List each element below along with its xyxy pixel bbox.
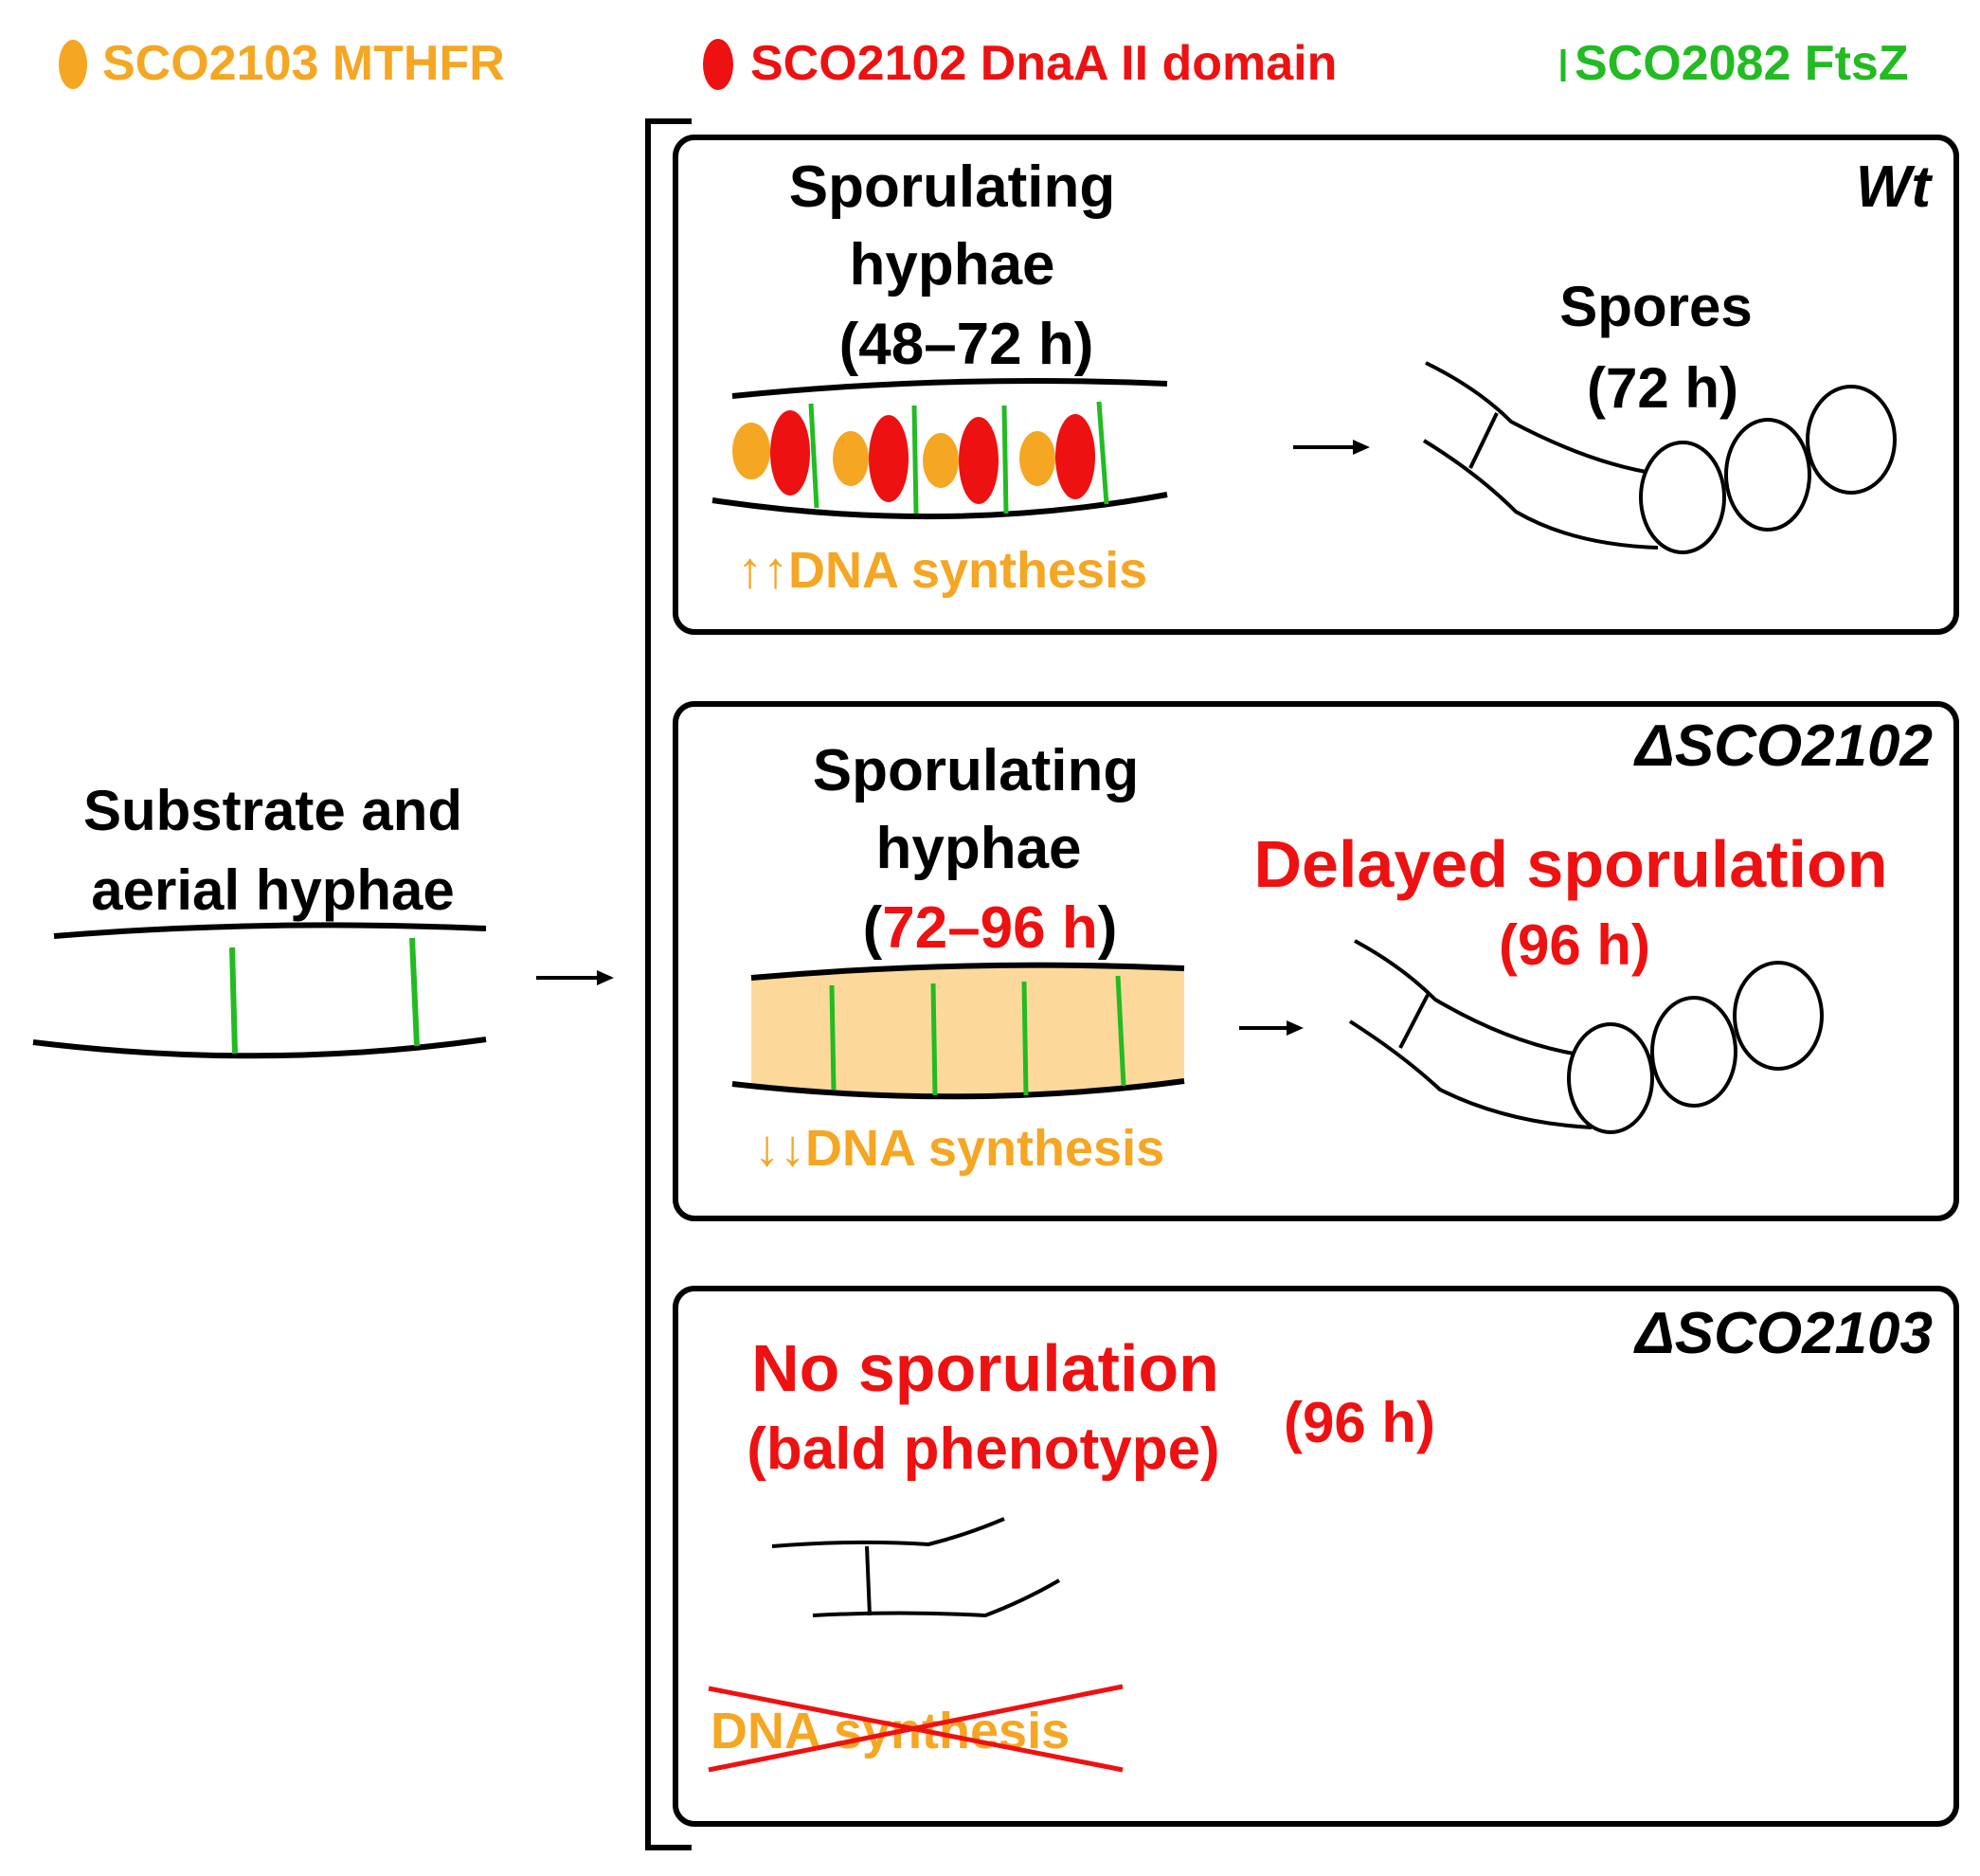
- d2103-panel-frame: [673, 1286, 1959, 1827]
- wt-hypha-bottom-wall: [711, 492, 1168, 520]
- wt-dna-synthesis-label: ↑↑DNA synthesis: [737, 542, 1147, 599]
- d2102-delayed-time: 72–96 h: [882, 895, 1098, 961]
- d2102-dna-synthesis-label: ↓↓DNA synthesis: [754, 1120, 1164, 1177]
- mthfr-protein-icon: [732, 423, 770, 479]
- mthfr-legend-icon: [59, 40, 87, 89]
- dnaa-protein-icon: [869, 415, 909, 502]
- ftsz-septum: [911, 405, 919, 514]
- ftsz-septum: [1115, 975, 1126, 1087]
- ftsz-legend-label: SCO2082 FtsZ: [1575, 36, 1909, 91]
- wt-spore-hypha-lower-wall: [1422, 439, 1659, 550]
- mthfr-protein-icon: [1019, 431, 1055, 486]
- arrow-icon: [1239, 1020, 1304, 1036]
- d2102-strain-tag: ΔSCO2102: [1633, 713, 1933, 779]
- d2103-time: (96 h): [1284, 1391, 1435, 1454]
- d2102-hypha-bottom-wall: [731, 1078, 1185, 1100]
- wt-sporulating-label-line1: Sporulating: [789, 154, 1115, 220]
- substrate-hypha-top-wall: [53, 922, 487, 939]
- spore-icon: [1650, 996, 1737, 1108]
- wt-strain-tag: Wt: [1856, 154, 1934, 220]
- d2102-delayed-sporulation-time: (96 h): [1499, 913, 1650, 977]
- legend: SCO2103 MTHFR SCO2102 DnaA II domain SCO…: [59, 36, 1909, 91]
- cross-out-icon: [708, 1684, 1124, 1773]
- d2102-sporulating-label-line1: Sporulating: [813, 738, 1139, 803]
- d2102-sporulating-label-line2: hyphae: [875, 816, 1081, 881]
- ftsz-septum: [1096, 401, 1109, 505]
- d2103-hypha-upper-wall: [771, 1517, 1005, 1548]
- spore-icon: [1567, 1022, 1654, 1134]
- d2102-spore-hypha-lower-wall: [1348, 1019, 1593, 1129]
- spore-icon: [1733, 961, 1824, 1071]
- wt-spores-time: (72 h): [1587, 356, 1738, 420]
- wt-spore-septum: [1468, 412, 1499, 469]
- substrate-label-line2: aerial hyphae: [91, 858, 455, 922]
- d2102-sporulating-time: (72–96 h): [863, 895, 1118, 961]
- d2103-no-sporulation-label: No sporulation: [751, 1331, 1219, 1405]
- dnaa-legend-label: SCO2102 DnaA II domain: [750, 36, 1337, 91]
- d2103-hypha-septum: [865, 1545, 872, 1616]
- wt-panel: Wt Sporulating hyphae (48–72 h) ↑↑DNA sy…: [673, 135, 1959, 635]
- d2102-hypha-fill: [751, 965, 1184, 1097]
- d2103-hypha-lower-wall: [812, 1578, 1061, 1618]
- wt-panel-frame: [673, 135, 1959, 635]
- spore-icon: [1724, 418, 1811, 532]
- bracket: [645, 118, 692, 1850]
- ftsz-septum: [1001, 405, 1009, 514]
- arrow-icon: [536, 970, 614, 985]
- d2102-panel-frame: [673, 701, 1959, 1221]
- ftsz-septum: [409, 937, 420, 1047]
- d2102-panel: ΔSCO2102 Sporulating hyphae (72–96 h) ↓↓…: [673, 701, 1959, 1221]
- ftsz-septum: [829, 984, 837, 1091]
- d2102-hypha-top-wall: [750, 962, 1185, 981]
- substrate-hypha-bottom-wall: [32, 1037, 487, 1059]
- ftsz-septum: [930, 983, 938, 1096]
- arrow-icon: [1293, 440, 1370, 455]
- ftsz-septum: [1021, 981, 1029, 1096]
- wt-sporulating-label-line2: hyphae: [849, 232, 1054, 298]
- wt-spores-label: Spores: [1559, 275, 1752, 338]
- d2103-strain-tag: ΔSCO2103: [1633, 1301, 1933, 1366]
- dnaa-protein-icon: [1055, 414, 1095, 499]
- wt-spore-hypha-upper-wall: [1425, 361, 1659, 476]
- dnaa-legend-icon: [703, 39, 733, 90]
- mthfr-legend-label: SCO2103 MTHFR: [102, 36, 505, 91]
- spore-icon: [1639, 441, 1726, 554]
- dnaa-protein-icon: [959, 417, 999, 504]
- wt-sporulating-time: (48–72 h): [839, 312, 1094, 377]
- mthfr-protein-icon: [833, 431, 869, 486]
- substrate-hyphae-panel: Substrate and aerial hyphae: [32, 779, 487, 1059]
- spore-icon: [1806, 385, 1897, 495]
- d2103-bald-phenotype-label: (bald phenotype): [747, 1416, 1219, 1482]
- mthfr-protein-icon: [923, 433, 959, 488]
- substrate-label-line1: Substrate and: [83, 779, 462, 842]
- d2102-spore-hypha-upper-wall: [1354, 939, 1593, 1058]
- wt-hypha-top-wall: [731, 377, 1168, 399]
- dnaa-protein-icon: [770, 410, 810, 496]
- ftsz-septum: [808, 403, 819, 509]
- d2102-delayed-sporulation-label: Delayed sporulation: [1253, 827, 1887, 901]
- d2103-panel: ΔSCO2103 No sporulation (bald phenotype)…: [673, 1286, 1959, 1827]
- ftsz-septum: [229, 947, 238, 1055]
- d2102-spore-septum: [1398, 994, 1430, 1049]
